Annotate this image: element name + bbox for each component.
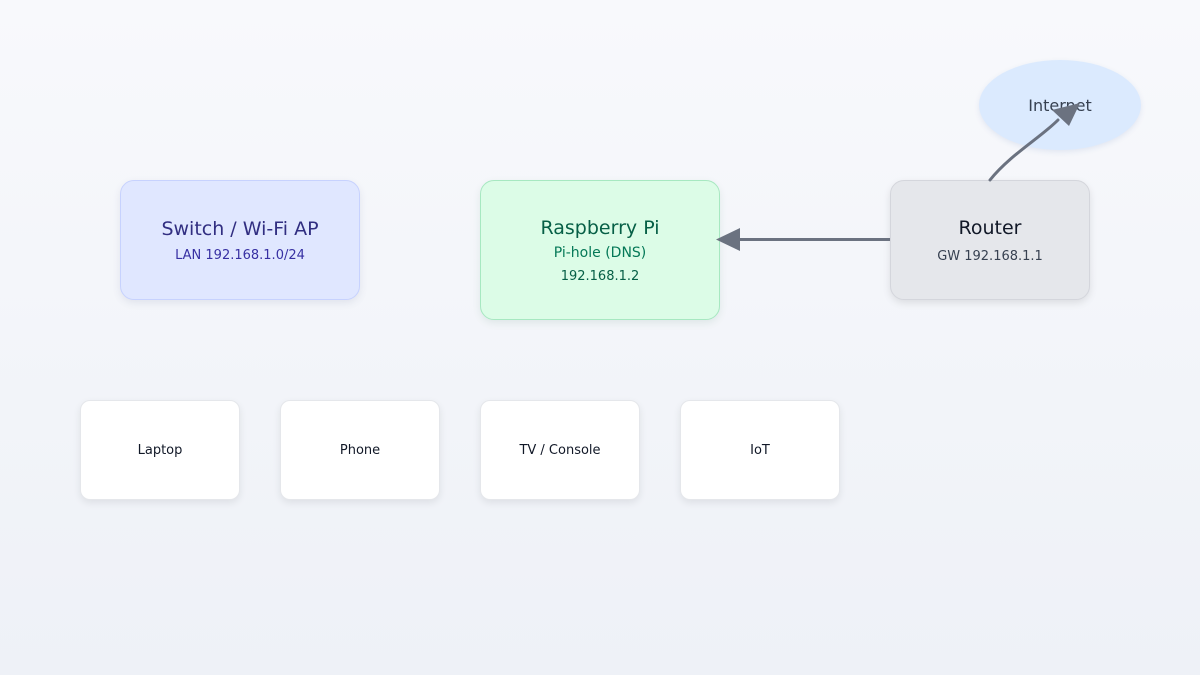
switch-title: Switch / Wi-Fi AP: [161, 217, 319, 240]
device-label: Phone: [339, 442, 381, 458]
switch-wifi-ap-node[interactable]: Switch / Wi-Fi AP LAN 192.168.1.0/24: [120, 180, 360, 300]
internet-cloud-node[interactable]: Internet: [979, 60, 1141, 150]
device-iot[interactable]: IoT: [680, 400, 840, 500]
device-label: Laptop: [137, 442, 183, 458]
pi-title: Raspberry Pi: [540, 216, 660, 239]
router-gateway: GW 192.168.1.1: [937, 248, 1043, 264]
router-node[interactable]: Router GW 192.168.1.1: [890, 180, 1090, 300]
device-label: TV / Console: [519, 442, 601, 458]
device-phone[interactable]: Phone: [280, 400, 440, 500]
pi-role: Pi-hole (DNS): [553, 244, 647, 261]
raspberry-pi-node[interactable]: Raspberry Pi Pi-hole (DNS) 192.168.1.2: [480, 180, 720, 320]
device-laptop[interactable]: Laptop: [80, 400, 240, 500]
router-title: Router: [958, 216, 1022, 239]
switch-subnet: LAN 192.168.1.0/24: [175, 247, 305, 263]
internet-title: Internet: [1028, 95, 1092, 115]
router-to-pi-link: [716, 228, 890, 251]
device-tv-console[interactable]: TV / Console: [480, 400, 640, 500]
pi-ip: 192.168.1.2: [560, 268, 640, 284]
device-label: IoT: [750, 442, 770, 458]
